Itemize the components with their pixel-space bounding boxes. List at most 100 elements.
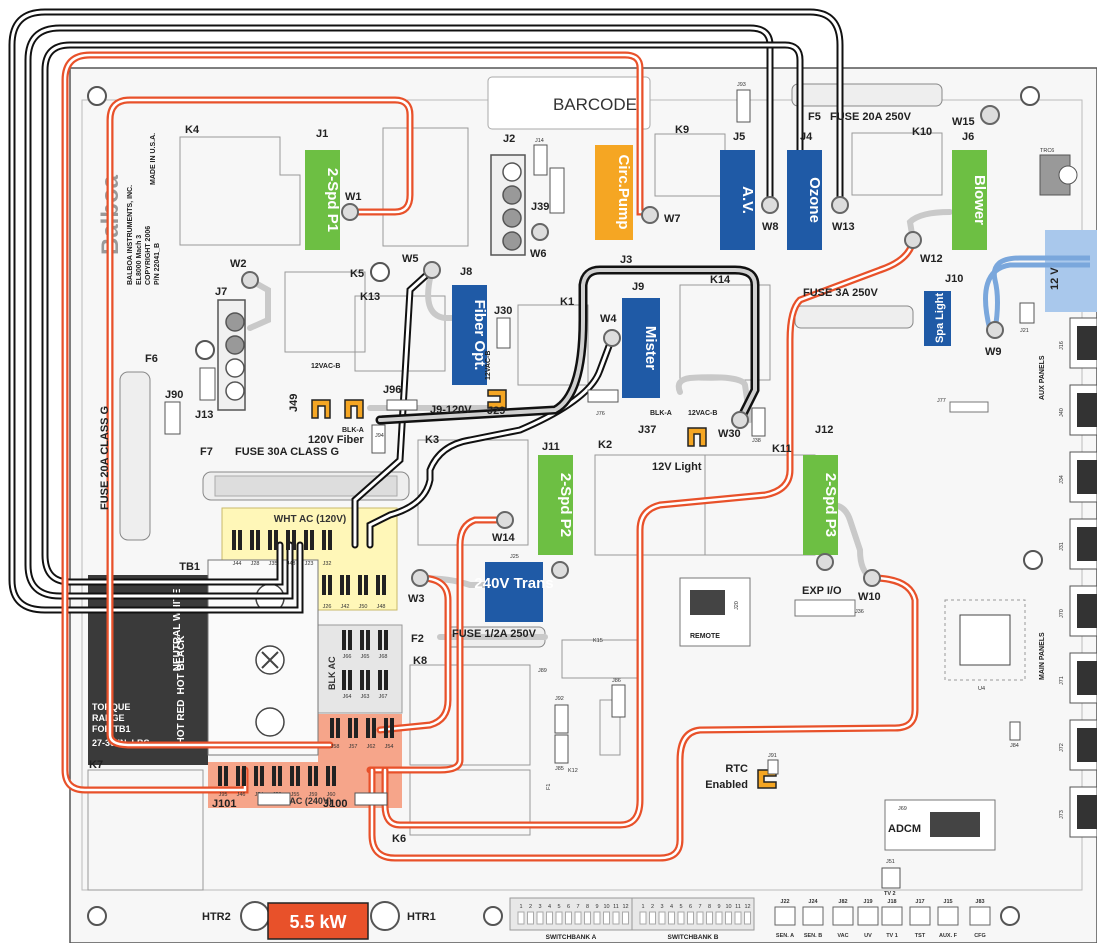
svg-text:J100: J100 — [323, 798, 347, 810]
svg-text:W15: W15 — [952, 116, 975, 128]
dip-switch — [517, 911, 525, 925]
svg-text:EL8000 Mach 3: EL8000 Mach 3 — [136, 235, 143, 285]
bottom-connector-id: J19 — [863, 899, 872, 905]
dip-switch-number: 8 — [708, 904, 711, 910]
svg-text:J38: J38 — [752, 438, 761, 444]
panel-connector-pins — [1077, 527, 1097, 561]
svg-text:J29: J29 — [487, 405, 505, 417]
pin — [360, 630, 364, 650]
dip-switch — [706, 911, 713, 925]
pin — [256, 530, 260, 550]
bottom-connector — [802, 906, 824, 926]
dip-switch-number: 4 — [670, 904, 673, 910]
made-in-usa: MADE IN U.S.A. — [150, 133, 157, 185]
pin-label: J55 — [291, 792, 300, 798]
svg-text:J36: J36 — [855, 609, 864, 615]
dip-switch-number: 2 — [651, 904, 654, 910]
svg-text:W10: W10 — [858, 591, 881, 603]
svg-text:12VAC-B: 12VAC-B — [485, 351, 492, 380]
panel-connector-label: J34 — [1059, 475, 1065, 484]
dip-switch — [687, 911, 694, 925]
dip-switch-number: 12 — [744, 904, 750, 910]
pin — [340, 575, 344, 595]
dip-switch — [565, 911, 572, 925]
svg-text:K3: K3 — [425, 434, 439, 446]
svg-text:W13: W13 — [832, 221, 855, 233]
svg-text:F7: F7 — [200, 446, 213, 458]
svg-text:AUX PANELS: AUX PANELS — [1039, 355, 1046, 400]
svg-text:120V Fiber: 120V Fiber — [308, 434, 364, 446]
black-wires — [8, 8, 844, 614]
svg-text:BLK-A: BLK-A — [342, 427, 364, 434]
svg-text:J92: J92 — [555, 696, 564, 702]
dip-switch-number: 9 — [595, 904, 598, 910]
dip-switch — [536, 911, 544, 925]
dip-switch-number: 5 — [557, 904, 560, 910]
dip-switch — [658, 911, 666, 925]
dip-switch-number: 1 — [641, 904, 644, 910]
svg-text:12VAC-B: 12VAC-B — [311, 363, 340, 370]
svg-text:K5: K5 — [350, 268, 364, 280]
pin — [242, 766, 246, 786]
barcode-label: BARCODE — [553, 95, 637, 114]
bottom-connector-id: J17 — [915, 899, 924, 905]
svg-text:W1: W1 — [345, 191, 362, 203]
dip-switch — [734, 911, 742, 925]
bottom-connector-id: J22 — [780, 899, 789, 905]
svg-text:K14: K14 — [710, 274, 731, 286]
svg-text:K2: K2 — [598, 439, 612, 451]
panel-connector-pins — [1077, 728, 1097, 762]
pin — [364, 575, 368, 595]
svg-text:J76: J76 — [596, 411, 605, 417]
svg-text:K8: K8 — [413, 655, 427, 667]
dip-switch — [668, 911, 675, 925]
pin — [348, 630, 352, 650]
pin-label: J32 — [323, 561, 332, 567]
svg-text:K7: K7 — [89, 759, 103, 771]
fuse-f7 — [202, 471, 410, 501]
dip-switch — [622, 911, 629, 925]
module-240v-trans-label: 240V Trans — [474, 575, 553, 592]
panel-connector-pins — [1077, 795, 1097, 829]
pin — [278, 766, 282, 786]
svg-text:12 V: 12 V — [1049, 267, 1061, 290]
svg-text:FUSE 30A CLASS G: FUSE 30A CLASS G — [235, 446, 339, 458]
svg-text:W6: W6 — [530, 248, 547, 260]
dip-switch-number: 3 — [538, 904, 541, 910]
pin — [358, 575, 362, 595]
pin — [384, 670, 388, 690]
svg-text:J3: J3 — [620, 254, 632, 266]
svg-text:W9: W9 — [985, 346, 1002, 358]
svg-text:J6: J6 — [962, 131, 974, 143]
bottom-connector-name: TV 1 — [886, 933, 898, 939]
pin — [342, 630, 346, 650]
dip-switch — [639, 911, 647, 925]
svg-text:J37: J37 — [638, 424, 656, 436]
pin — [308, 766, 312, 786]
dip-switch — [603, 911, 610, 925]
svg-text:J13: J13 — [195, 409, 213, 421]
adcm-port — [930, 812, 980, 837]
module-blower-label: Blower — [971, 175, 988, 225]
pin — [348, 718, 352, 738]
pin — [290, 766, 294, 786]
pin — [268, 530, 272, 550]
svg-text:W3: W3 — [408, 593, 425, 605]
pin — [332, 766, 336, 786]
svg-text:TRC6: TRC6 — [1040, 148, 1054, 154]
fuse-f5 — [791, 83, 943, 107]
pin-label: J64 — [343, 694, 352, 700]
module-2spd-p3-label: 2-Spd P3 — [822, 473, 839, 537]
svg-text:BLK-A: BLK-A — [650, 410, 672, 417]
svg-text:W5: W5 — [402, 253, 419, 265]
bottom-connector-id: J24 — [808, 899, 818, 905]
svg-text:J101: J101 — [212, 798, 236, 810]
dip-switch-number: 1 — [519, 904, 522, 910]
pin — [360, 670, 364, 690]
svg-text:W2: W2 — [230, 258, 247, 270]
svg-text:K4: K4 — [185, 124, 200, 136]
pin-label: J42 — [341, 604, 350, 610]
pin — [366, 718, 370, 738]
svg-text:J85: J85 — [555, 766, 564, 772]
